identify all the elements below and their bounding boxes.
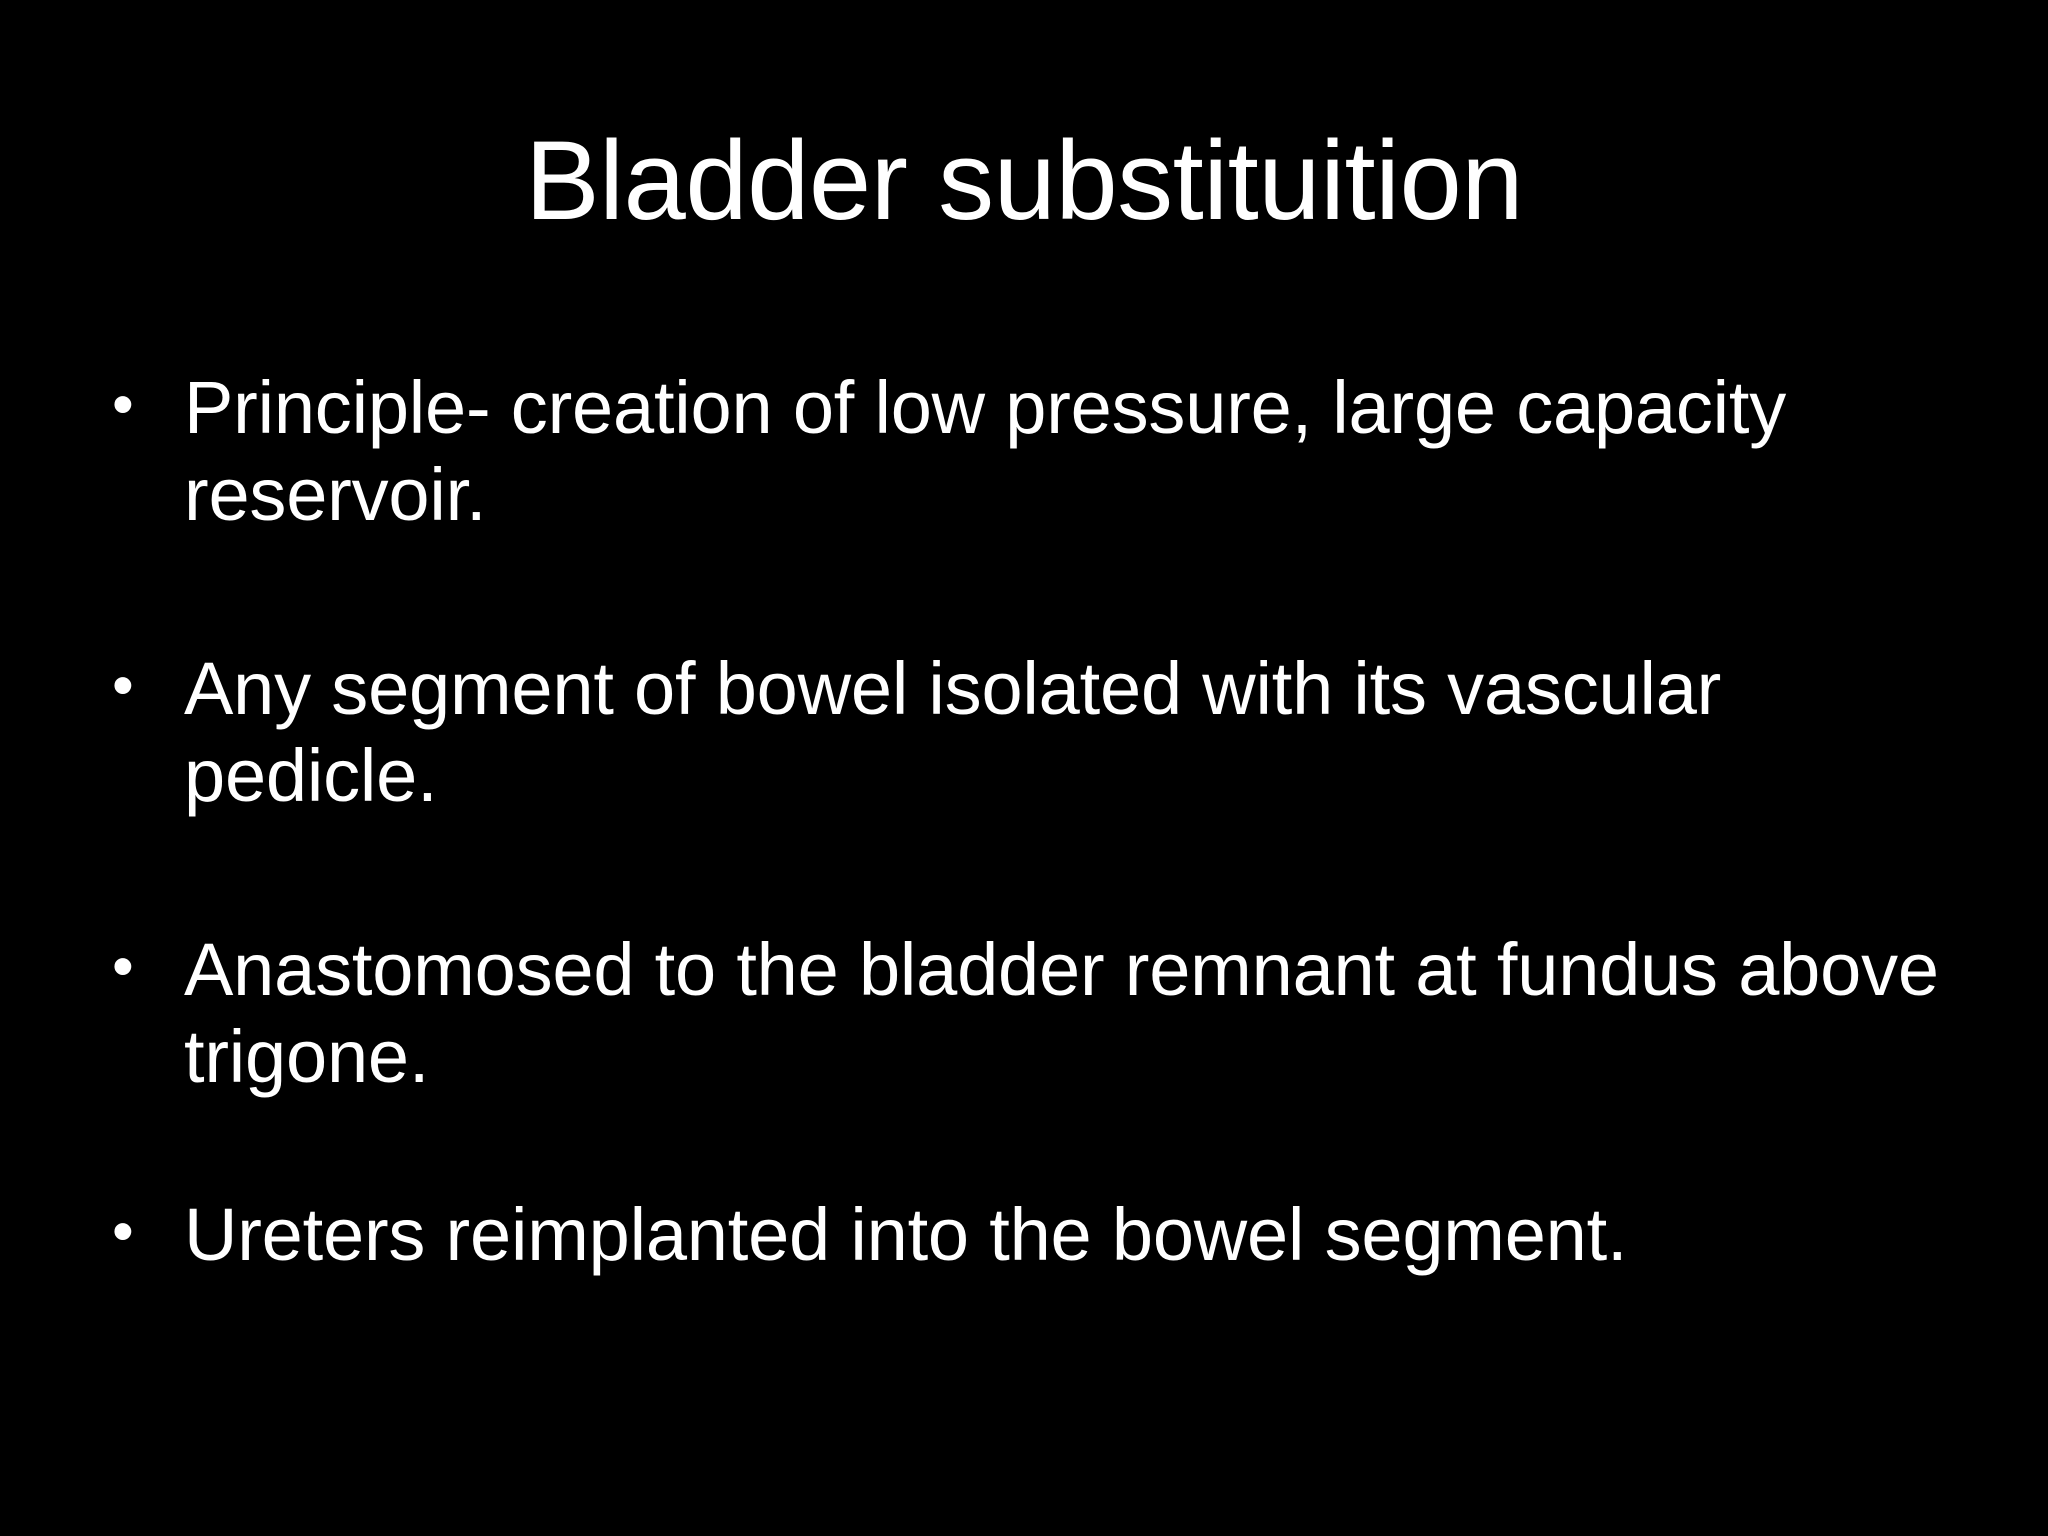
slide-title: Bladder substituition: [524, 118, 1524, 243]
list-item-text: Principle- creation of low pressure, lar…: [184, 366, 1787, 536]
list-item-text: Anastomosed to the bladder remnant at fu…: [184, 928, 1939, 1098]
list-item[interactable]: • Ureters reimplanted into the bowel seg…: [112, 1192, 1948, 1279]
list-item-text: Ureters reimplanted into the bowel segme…: [184, 1193, 1628, 1277]
paragraph-spacer: [112, 538, 1948, 646]
list-item[interactable]: • Any segment of bowel isolated with its…: [112, 646, 1948, 819]
bullet-point-icon: •: [112, 370, 134, 439]
bullet-list: • Principle- creation of low pressure, l…: [112, 365, 1948, 1279]
list-item[interactable]: • Anastomosed to the bladder remnant at …: [112, 927, 1948, 1100]
paragraph-spacer: [112, 1100, 1948, 1192]
bullet-point-icon: •: [112, 651, 134, 721]
bullet-point-icon: •: [112, 932, 134, 1002]
bullet-point-icon: •: [112, 1197, 134, 1267]
list-item[interactable]: • Principle- creation of low pressure, l…: [112, 365, 1948, 538]
paragraph-spacer: [112, 819, 1948, 927]
list-item-text: Any segment of bowel isolated with its v…: [184, 647, 1722, 817]
